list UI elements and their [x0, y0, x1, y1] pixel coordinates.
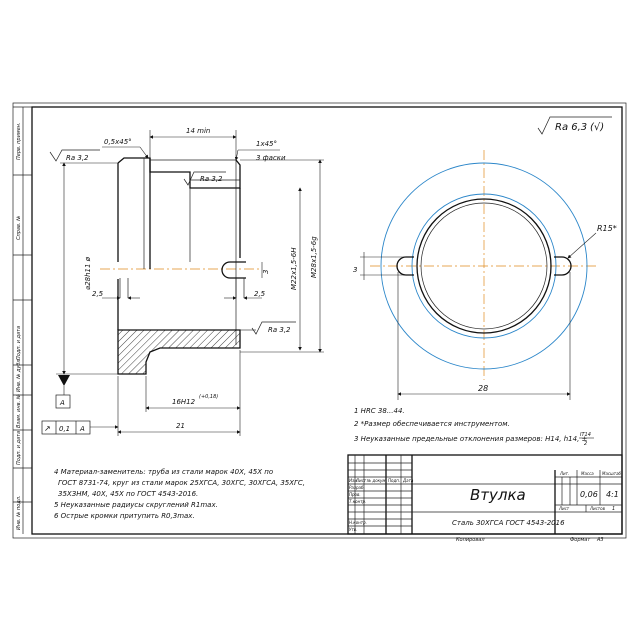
- technical-notes-right: 1 HRC 38...44. 2 *Размер обеспечивается …: [354, 407, 594, 447]
- note-3-frac-bottom: 2: [584, 441, 587, 447]
- roughness-top: Ra 3,2: [200, 175, 223, 183]
- tb-role-razrab: Разраб.: [349, 485, 365, 490]
- outer-circle: [380, 162, 588, 370]
- note-4-line-2: ГОСТ 8731-74, круг из стали марок 25ХГСА…: [58, 479, 305, 487]
- runout-symbol: ↗: [44, 424, 51, 433]
- section-view: 14 min 0,5x45° 1x45° 3 фаски Ra 3,2 Ra 3…: [41, 127, 324, 436]
- note-4-line-1: 4 Материал-заменитель: труба из стали ма…: [54, 468, 273, 476]
- dim-21: 21: [176, 422, 185, 430]
- side-stamp-label: Инв. № дубл.: [16, 358, 22, 392]
- sheet-frame: [31, 106, 623, 535]
- dim-16h12-tolerance: (+0,18): [199, 394, 218, 400]
- section-hatch: [118, 330, 240, 374]
- chamfer-note: 3 фаски: [256, 154, 286, 162]
- tb-sign: Подп.: [388, 478, 400, 483]
- front-radius: R15*: [597, 224, 617, 233]
- thread-circle: [411, 193, 557, 339]
- side-stamp-label: Справ. №: [16, 216, 22, 240]
- format-value: A3: [596, 537, 604, 543]
- title-block: Изм. Лист № докум. Подп. Дата Разраб. Пр…: [347, 454, 623, 535]
- tb-list: Лист: [355, 478, 367, 483]
- runout-value: 0,1: [59, 425, 70, 433]
- tb-part-name: Втулка: [470, 486, 526, 504]
- format-label: Формат: [570, 537, 591, 543]
- note-6: 6 Острые кромки притупить R0,3max.: [54, 512, 195, 520]
- note-5: 5 Неуказанные радиусы скруглений R1max.: [54, 501, 218, 509]
- side-stamp: Перв. примен. Справ. № Подп. и дата Инв.…: [13, 106, 32, 534]
- tb-mass: 0,06: [580, 490, 598, 499]
- tb-sheet-label: Лист: [558, 506, 570, 511]
- tb-doc: № докум.: [366, 478, 387, 483]
- side-stamp-label: Взам. инв. №: [16, 394, 22, 428]
- dim-16h12: 16H12: [172, 398, 196, 406]
- tb-sheets-value: 1: [612, 506, 615, 512]
- front-view: 3 R15* 28: [353, 150, 617, 400]
- dim-diameter-outer: ⌀28h11 ø: [84, 256, 92, 290]
- general-roughness: Ra 6,3 (√): [537, 116, 612, 135]
- tb-role-tkontr: Т.контр.: [349, 499, 366, 504]
- roughness-left: Ra 3,2: [66, 154, 89, 162]
- tb-role-nkontr: Н.контр.: [349, 520, 367, 525]
- note-2: 2 *Размер обеспечивается инструментом.: [354, 420, 510, 428]
- general-roughness-suffix: (√): [590, 122, 604, 133]
- note-1: 1 HRC 38...44.: [354, 407, 405, 415]
- side-stamp-label: Инв. № подл.: [16, 496, 22, 531]
- chamfer-left-label: 0,5x45°: [104, 138, 132, 146]
- note-4-line-3: 35ХЗНМ, 40Х, 45Х по ГОСТ 4543-2016.: [58, 490, 198, 498]
- dim-2-5-right: 2,5: [254, 290, 266, 298]
- bore-circle: [416, 198, 552, 334]
- tb-scale: 4:1: [606, 490, 619, 499]
- copied-label: Копировал: [456, 537, 485, 543]
- side-stamp-label: Подп. и дата: [16, 326, 22, 360]
- chamfer-right-label: 1x45°: [256, 140, 277, 148]
- tb-role-prov: Пров.: [349, 492, 361, 497]
- sheet-outer-border: [12, 102, 627, 539]
- dim-slot-3: 3: [262, 270, 270, 274]
- front-dim-3: 3: [353, 266, 357, 274]
- inner-circle: [420, 202, 548, 330]
- technical-notes-left: 4 Материал-заменитель: труба из стали ма…: [54, 468, 305, 520]
- tb-col-scale: Масштаб: [602, 471, 622, 476]
- datum-triangle: [58, 375, 70, 386]
- note-3-frac-top: IT14: [580, 432, 591, 438]
- tb-role-utv: Утв.: [349, 527, 357, 532]
- tb-izm: Изм.: [349, 478, 358, 483]
- dim-2-5-left: 2,5: [92, 290, 104, 298]
- side-stamp-label: Перв. примен.: [16, 122, 22, 160]
- dim-14-min: 14 min: [186, 127, 210, 135]
- side-stamp-label: Подп. и дата: [16, 431, 22, 465]
- dim-thread-outer: M28x1,5-6g: [310, 236, 318, 278]
- tb-col-mass: Масса: [581, 471, 594, 476]
- slot-right: [554, 256, 572, 276]
- runout-tolerance-frame: ↗ 0,1 A: [41, 420, 119, 435]
- front-dim-28: 28: [478, 384, 488, 393]
- tb-col-lit: Лит.: [559, 471, 569, 476]
- general-roughness-value: Ra 6,3: [555, 122, 587, 133]
- tb-date: Дата: [402, 478, 414, 483]
- datum-box: [55, 394, 71, 409]
- roughness-bottom: Ra 3,2: [268, 326, 291, 334]
- runout-datum: A: [79, 425, 85, 433]
- dim-thread-inner: M22x1,5-6H: [290, 247, 298, 290]
- tb-sheets-label: Листов: [589, 506, 606, 511]
- tb-material: Сталь 30ХГСА ГОСТ 4543-2016: [452, 519, 565, 527]
- note-3: 3 Неуказанные предельные отклонения разм…: [354, 435, 588, 443]
- datum-label: A: [59, 399, 65, 407]
